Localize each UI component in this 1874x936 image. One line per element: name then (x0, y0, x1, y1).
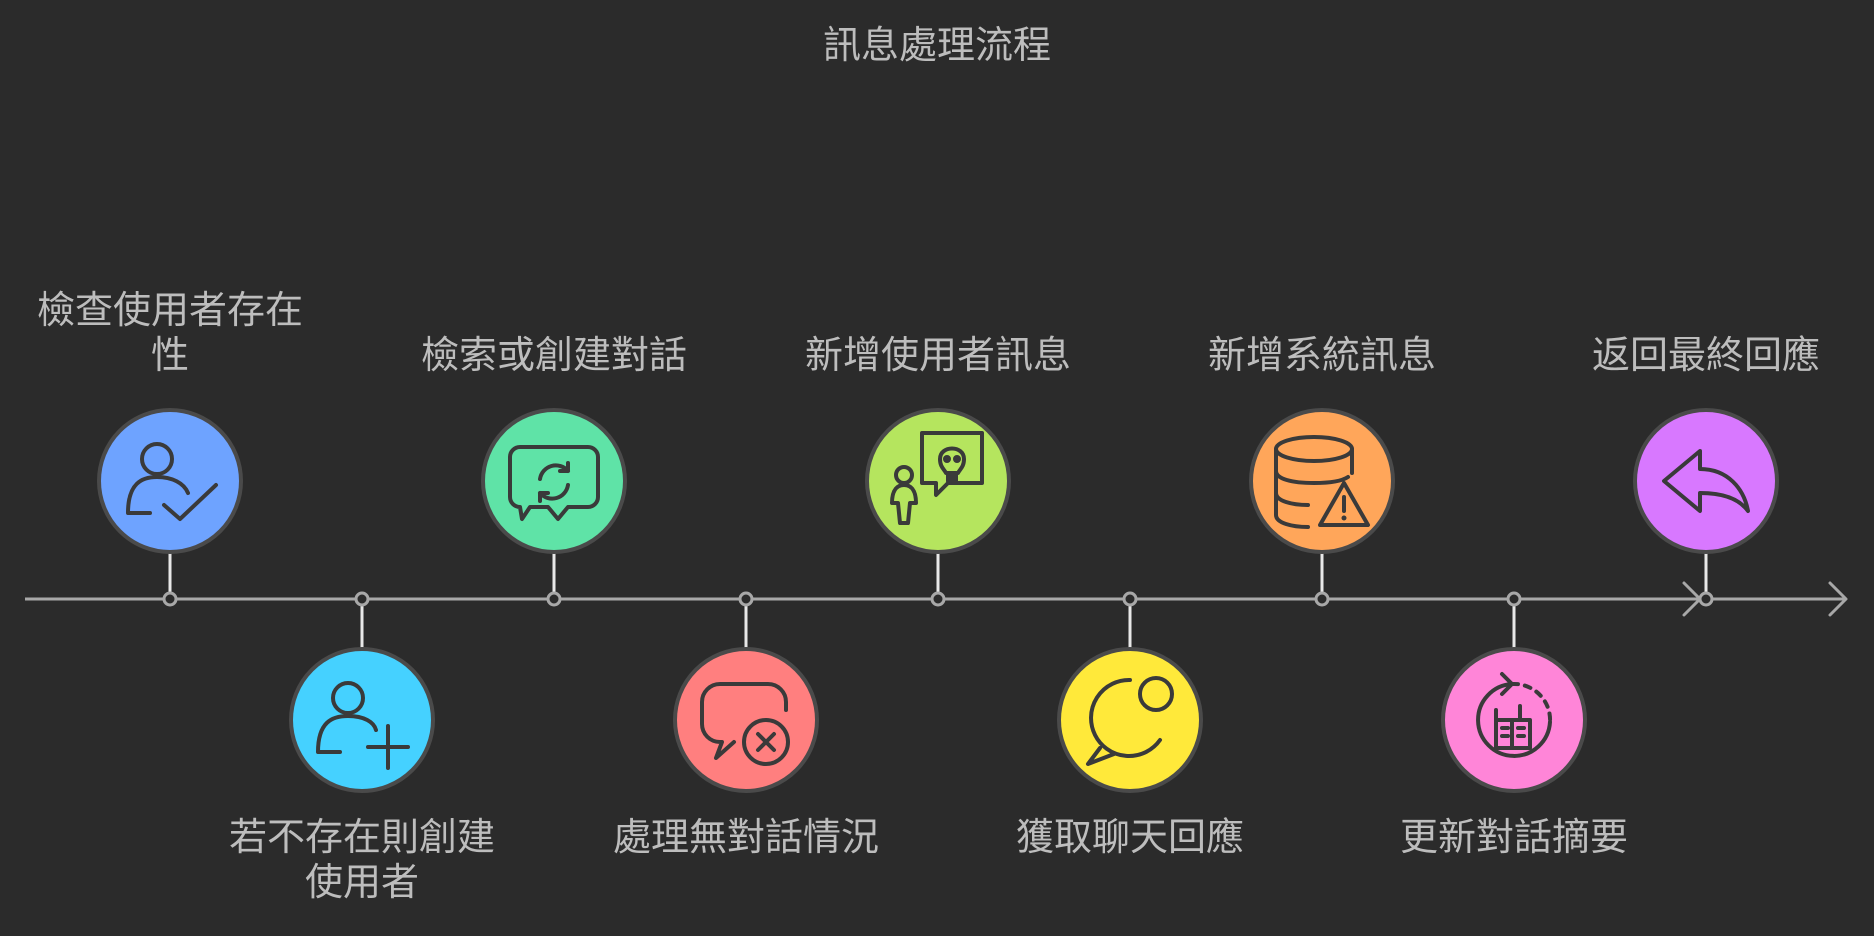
timeline-dot (1698, 591, 1714, 607)
chat-bubble-icon (1086, 676, 1174, 766)
reply-arrow-icon (1662, 449, 1750, 513)
timeline-dot (1122, 591, 1138, 607)
step-circle (97, 408, 243, 554)
step-circle (289, 647, 435, 793)
summary-refresh-icon (1476, 672, 1553, 758)
step-label: 若不存在則創建使用者 (228, 815, 495, 904)
timeline-step-8 (1441, 591, 1587, 793)
timeline-dot (546, 591, 562, 607)
step-circle (1633, 408, 1779, 554)
timeline-arrowhead-end (1828, 581, 1848, 617)
user-chat-icon (890, 431, 984, 525)
step-circle (865, 408, 1011, 554)
chat-refresh-icon (508, 445, 600, 521)
database-warning-icon (1274, 435, 1370, 529)
user-check-icon (126, 442, 218, 521)
timeline-step-9 (1633, 408, 1779, 607)
step-label: 檢查使用者存在性 (36, 288, 303, 377)
step-label: 獲取聊天回應 (1015, 815, 1244, 859)
step-label: 新增使用者訊息 (804, 333, 1071, 377)
timeline-dot (1506, 591, 1522, 607)
user-add-icon (316, 681, 410, 770)
timeline-step-3 (481, 408, 627, 607)
chat-error-icon (700, 682, 790, 766)
step-circle (1057, 647, 1203, 793)
timeline-step-1 (97, 408, 243, 607)
timeline-step-5 (865, 408, 1011, 607)
step-label: 檢索或創建對話 (420, 333, 687, 377)
step-circle (673, 647, 819, 793)
timeline-dot (162, 591, 178, 607)
timeline-step-4 (673, 591, 819, 793)
step-label: 新增系統訊息 (1207, 333, 1436, 377)
timeline-dot (930, 591, 946, 607)
timeline-dot (354, 591, 370, 607)
step-circle (481, 408, 627, 554)
step-label: 更新對話摘要 (1399, 815, 1628, 859)
timeline-dot (738, 591, 754, 607)
timeline-step-2 (289, 591, 435, 793)
diagram-title: 訊息處理流程 (822, 23, 1051, 67)
step-label: 處理無對話情況 (612, 815, 879, 859)
step-label: 返回最終回應 (1591, 333, 1820, 377)
timeline-dot (1314, 591, 1330, 607)
timeline-step-7 (1249, 408, 1395, 607)
timeline-step-6 (1057, 591, 1203, 793)
